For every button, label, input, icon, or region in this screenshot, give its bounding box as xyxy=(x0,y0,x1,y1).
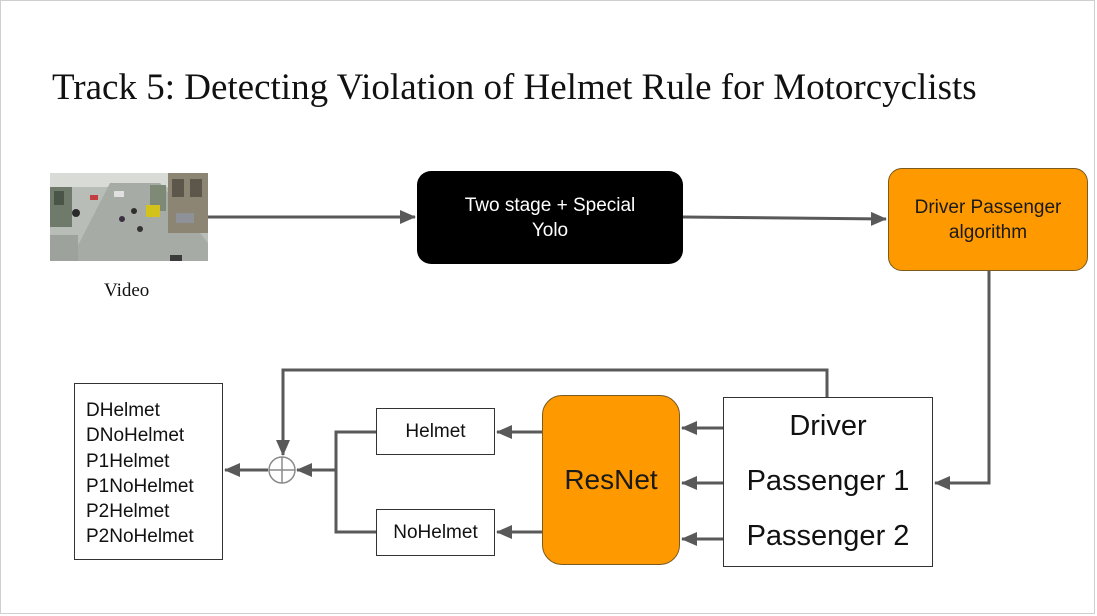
connector-helmet xyxy=(334,430,376,534)
driver-passenger-label-line2: algorithm xyxy=(948,221,1028,243)
output-item: P1NoHelmet xyxy=(86,475,194,497)
sum-junction-icon xyxy=(268,456,296,484)
detector-node: Two stage + Special Yolo xyxy=(417,171,683,264)
resnet-node: ResNet xyxy=(542,395,680,565)
output-item: P2Helmet xyxy=(86,501,170,523)
output-item: P2NoHelmet xyxy=(86,526,194,548)
detector-label-line1: Two stage + Special xyxy=(464,194,636,216)
driver-passenger-label-line1: Driver Passenger xyxy=(914,196,1062,218)
nohelmet-class-node: NoHelmet xyxy=(376,509,495,556)
video-thumbnail xyxy=(50,173,208,261)
slide-title: Track 5: Detecting Violation of Helmet R… xyxy=(52,67,977,108)
role-passenger-1: Passenger 1 xyxy=(746,465,910,497)
video-label: Video xyxy=(104,280,150,301)
roles-box: Driver Passenger 1 Passenger 2 xyxy=(723,397,933,567)
outputs-box: DHelmet DNoHelmet P1Helmet P1NoHelmet P2… xyxy=(74,383,223,560)
output-item: P1Helmet xyxy=(86,450,170,472)
arrow-detector-to-algorithm xyxy=(682,211,887,226)
arrow-roles-to-sum xyxy=(276,368,829,456)
role-passenger-2: Passenger 2 xyxy=(746,520,910,552)
driver-passenger-node: Driver Passenger algorithm xyxy=(888,168,1088,271)
helmet-class-node: Helmet xyxy=(376,408,495,455)
street-scene-image xyxy=(50,173,208,261)
output-item: DNoHelmet xyxy=(86,425,185,447)
arrow-algorithm-to-roles xyxy=(934,271,991,490)
role-driver: Driver xyxy=(789,410,867,442)
output-item: DHelmet xyxy=(86,400,160,421)
detector-label-line2: Yolo xyxy=(531,219,569,241)
